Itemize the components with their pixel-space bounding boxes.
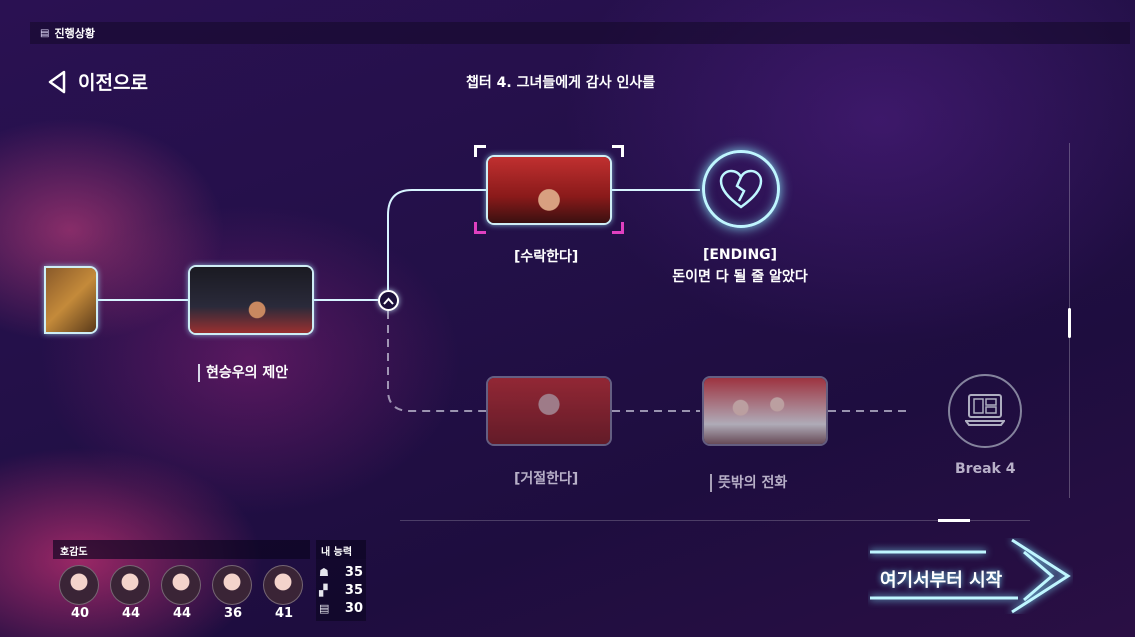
selection-corner bbox=[474, 145, 486, 157]
ending-title: 돈이면 다 될 줄 알았다 bbox=[672, 269, 808, 285]
affection-title: 호감도 bbox=[53, 540, 310, 559]
horizontal-scroll-thumb[interactable] bbox=[938, 519, 970, 522]
start-button-label: 여기서부터 시작 bbox=[880, 570, 1003, 591]
avatar bbox=[212, 565, 252, 605]
arrow-frame-icon bbox=[870, 538, 1071, 614]
affection-panel: 호감도 40 44 44 36 41 bbox=[53, 540, 310, 621]
break-node[interactable] bbox=[948, 374, 1022, 448]
book-icon: ▤ bbox=[319, 601, 330, 615]
charm-icon: ☗ bbox=[319, 565, 329, 579]
heroine-affection[interactable]: 36 bbox=[212, 565, 254, 621]
refuse-scene-thumbnail[interactable] bbox=[486, 376, 612, 446]
call-label: 뜻밖의 전화 bbox=[710, 472, 787, 492]
start-from-here-button[interactable]: 여기서부터 시작 bbox=[868, 538, 1073, 614]
talk-icon: ▞ bbox=[319, 583, 328, 597]
accept-label: [수락한다] bbox=[514, 249, 579, 265]
back-button[interactable]: 이전으로 bbox=[46, 68, 148, 95]
laptop-icon bbox=[965, 394, 1005, 426]
selection-corner bbox=[612, 145, 624, 157]
ability-title: 내 능력 bbox=[316, 540, 366, 559]
stat-row: ☗ 35 bbox=[319, 564, 363, 580]
selection-corner bbox=[612, 222, 624, 234]
selection-corner bbox=[474, 222, 486, 234]
previous-scene-thumbnail[interactable] bbox=[44, 266, 98, 334]
ending-tag: [ENDING] bbox=[702, 247, 778, 263]
ending-label: [ENDING] 돈이면 다 될 줄 알았다 bbox=[660, 244, 820, 288]
proposal-scene-thumbnail[interactable] bbox=[188, 265, 314, 335]
vertical-scroll-thumb[interactable] bbox=[1068, 308, 1071, 338]
refuse-label: [거절한다] bbox=[514, 471, 579, 487]
back-label: 이전으로 bbox=[78, 72, 148, 94]
heroine-affection[interactable]: 40 bbox=[59, 565, 101, 621]
chapter-title: 챕터 4. 그녀들에게 감사 인사를 bbox=[466, 75, 656, 91]
heroine-affection[interactable]: 44 bbox=[110, 565, 152, 621]
progress-bar-header: ▤ 진행상황 bbox=[30, 22, 1130, 44]
label-bar bbox=[710, 474, 712, 492]
branch-node[interactable] bbox=[378, 290, 399, 311]
broken-heart-icon bbox=[719, 169, 763, 209]
stat-row: ▤ 30 bbox=[319, 600, 363, 616]
proposal-label: 현승우의 제안 bbox=[198, 362, 288, 382]
avatar bbox=[161, 565, 201, 605]
header-title: 진행상황 bbox=[54, 27, 95, 40]
avatar bbox=[59, 565, 99, 605]
avatar bbox=[263, 565, 303, 605]
avatar bbox=[110, 565, 150, 605]
back-arrow-icon bbox=[48, 70, 66, 93]
progress-icon: ▤ bbox=[40, 27, 50, 39]
accept-scene-thumbnail[interactable] bbox=[486, 155, 612, 225]
horizontal-scroll-track[interactable] bbox=[400, 520, 1030, 521]
call-scene-thumbnail[interactable] bbox=[702, 376, 828, 446]
ability-panel: 내 능력 ☗ 35 ▞ 35 ▤ 30 bbox=[316, 540, 366, 621]
stat-row: ▞ 35 bbox=[319, 582, 363, 598]
label-bar bbox=[198, 364, 200, 382]
heroine-affection[interactable]: 41 bbox=[263, 565, 305, 621]
heroine-affection[interactable]: 44 bbox=[161, 565, 203, 621]
break-label: Break 4 bbox=[955, 461, 1016, 477]
chevron-up-icon bbox=[383, 297, 394, 305]
ending-node[interactable] bbox=[702, 150, 780, 228]
